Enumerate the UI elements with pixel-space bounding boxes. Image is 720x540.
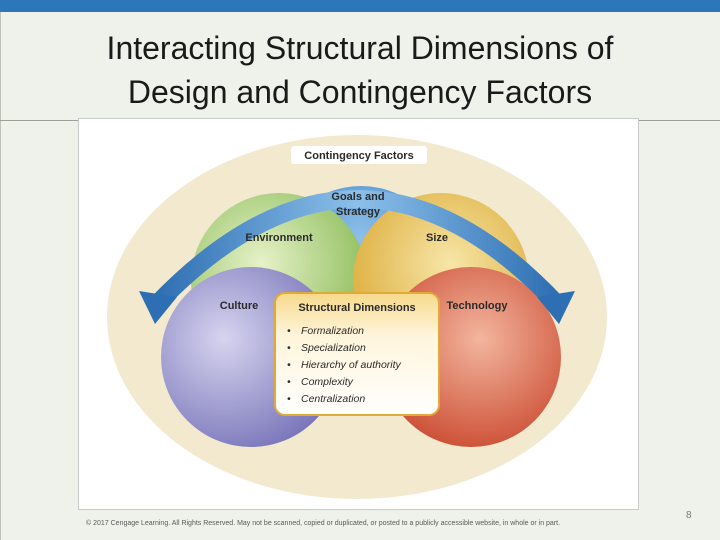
copyright-notice: © 2017 Cengage Learning. All Rights Rese… [86,520,561,527]
top-accent-bar [0,0,720,12]
structural-dimensions-box [274,292,440,416]
left-edge-line [0,12,1,540]
structural-item: Complexity [301,376,354,388]
structural-items-list: • Formalization • Specialization • Hiera… [287,325,402,405]
diagram-figure: Contingency Factors Goals and Strategy E… [78,118,639,510]
arc-label-box [291,146,427,164]
technology-label: Technology [447,300,509,312]
structural-item: Specialization [301,342,366,354]
right-arrowhead-icon [537,291,575,324]
environment-label: Environment [245,232,313,244]
bullet-icon: • [287,342,291,354]
bullet-icon: • [287,359,291,371]
structural-item: Centralization [301,393,365,405]
bullet-icon: • [287,376,291,388]
size-label: Size [426,232,448,244]
left-arrowhead-icon [139,291,177,324]
structural-heading: Structural Dimensions [298,302,415,314]
slide-title: Interacting Structural Dimensions of Des… [0,26,720,114]
structural-item: Hierarchy of authority [301,359,402,371]
structural-item: Formalization [301,325,364,337]
contingency-diagram: Contingency Factors Goals and Strategy E… [107,135,607,499]
slide-title-line-2: Design and Contingency Factors [127,74,593,110]
contingency-arrow-band [150,190,564,311]
culture-label: Culture [220,300,259,312]
arc-label: Contingency Factors [304,150,413,162]
bullet-icon: • [287,393,291,405]
goals-label-line-2: Strategy [336,206,381,218]
bullet-icon: • [287,325,291,337]
slide-title-line-1: Interacting Structural Dimensions of [106,30,614,66]
goals-label-line-1: Goals and [331,191,384,203]
slide-number: 8 [686,510,692,521]
title-area [0,12,720,120]
